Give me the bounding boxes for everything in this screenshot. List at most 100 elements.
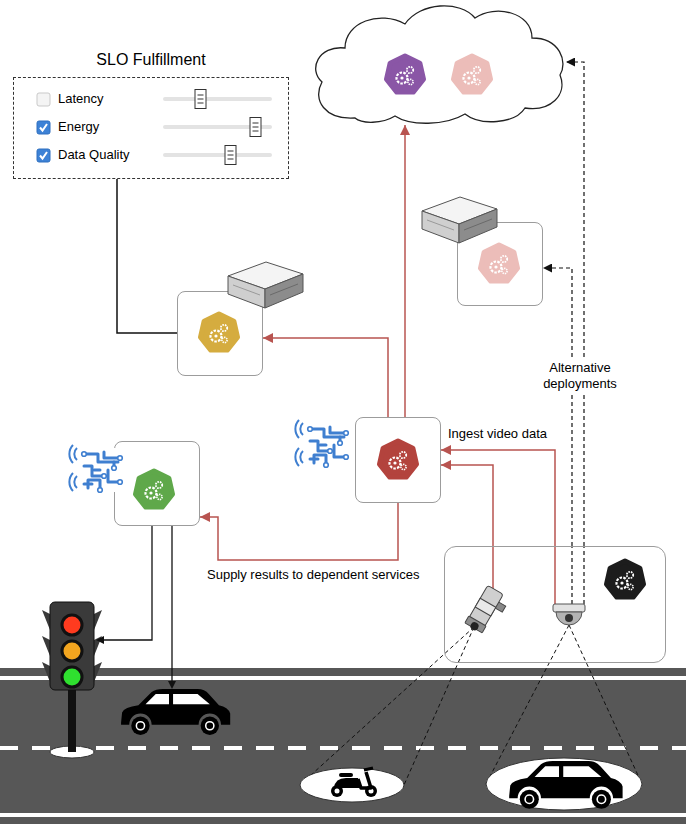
- edge-label-patch: Alternative deployments: [533, 360, 627, 392]
- server-icon: [422, 211, 459, 243]
- edge-device-icon: [118, 480, 123, 485]
- edge-device: [114, 441, 200, 526]
- service-icon: [606, 561, 643, 597]
- connector: [441, 450, 555, 546]
- camera-feed: [554, 546, 556, 604]
- dome-camera: [553, 604, 585, 625]
- server-icon: [427, 220, 454, 230]
- traffic-light: [50, 602, 94, 690]
- slo-controls: [37, 149, 50, 162]
- panel-title: SLO Fulfillment: [96, 51, 205, 68]
- service-icon: [222, 337, 227, 342]
- service-icon: [386, 56, 423, 92]
- service-icon: [494, 265, 497, 268]
- service-icon: [480, 245, 517, 281]
- edge-device-icon: [112, 466, 117, 471]
- scooter: [300, 768, 404, 802]
- scooter: [364, 768, 373, 770]
- car: [206, 722, 214, 730]
- node-icons: [200, 262, 303, 350]
- service-icon: [400, 452, 406, 458]
- car: [201, 717, 219, 735]
- dome-camera: [553, 604, 585, 612]
- car: [146, 694, 169, 704]
- node-icons: [178, 292, 264, 377]
- node-icons: [310, 0, 566, 125]
- connector: [566, 62, 584, 546]
- service-icon: [502, 268, 507, 273]
- bullet-camera: [475, 598, 496, 616]
- edge-label-patch: Ingest video data: [446, 426, 549, 442]
- traffic-light: [62, 641, 82, 661]
- slo-controls: [195, 90, 206, 109]
- edge-device-icon: [98, 488, 103, 493]
- service-icon: [156, 482, 162, 488]
- edge-device-icon: [300, 423, 303, 435]
- cloud-outline: [310, 0, 566, 125]
- edge-device-icon: [84, 466, 104, 476]
- service-icon: [627, 572, 633, 578]
- service-icon: [211, 331, 222, 342]
- camera-view: [404, 627, 474, 785]
- service-icon: [221, 325, 227, 331]
- car: [509, 761, 622, 809]
- edge-label: Supply results to dependent services: [207, 567, 419, 582]
- service-icon: [146, 488, 157, 499]
- car: [535, 766, 559, 777]
- service-icon: [386, 56, 423, 92]
- service-icon: [628, 584, 633, 589]
- traffic-light: [42, 602, 102, 758]
- server-icon: [233, 285, 260, 295]
- car: [121, 689, 230, 735]
- road: [0, 813, 686, 817]
- camera-site: [444, 546, 666, 663]
- service-icon: [464, 73, 475, 84]
- server-icon: [422, 197, 497, 243]
- car: [525, 795, 533, 803]
- node-icons: [295, 420, 416, 477]
- scooter: [300, 768, 404, 802]
- service-icon: [135, 471, 172, 507]
- camera-feed: [492, 546, 494, 592]
- edge-device-icon: [69, 445, 73, 463]
- scooter: [331, 768, 377, 797]
- actuation-arrow: [104, 526, 152, 640]
- camera-feed: [493, 546, 584, 604]
- edge-device-icon: [320, 444, 326, 447]
- edge-device-icon: [118, 456, 123, 461]
- node-icons: [386, 56, 490, 92]
- slo-controls: [40, 152, 47, 159]
- server-icon: [464, 219, 492, 230]
- service-icon: [379, 441, 416, 477]
- service-icon: [501, 256, 507, 262]
- server-icon: [459, 209, 497, 243]
- service-icon: [474, 67, 480, 73]
- service-icon: [200, 314, 237, 350]
- scooter: [334, 778, 360, 788]
- service-icon: [467, 76, 470, 79]
- server-icon: [228, 276, 265, 308]
- server-node: [177, 291, 263, 376]
- slo-controls: [37, 121, 50, 134]
- edge-device-icon: [338, 441, 343, 446]
- service-icon: [617, 578, 628, 589]
- camera-feed: [583, 546, 584, 604]
- node-icons: [115, 442, 201, 527]
- service-icon: [214, 334, 217, 337]
- actuation-arrow: [171, 526, 172, 681]
- service-icon: [397, 73, 408, 84]
- service-icon: [606, 561, 643, 597]
- edge-device-icon: [74, 476, 77, 488]
- edge-device-icon: [69, 473, 73, 491]
- connector: [404, 125, 406, 417]
- edge-device-icon: [74, 448, 77, 460]
- service-icon: [200, 314, 237, 350]
- car: [563, 766, 601, 777]
- car: [486, 758, 642, 810]
- traffic-light: [68, 688, 76, 752]
- edge-device-icon: [300, 451, 303, 463]
- node-icons: [458, 223, 544, 307]
- edge-device-icon: [69, 445, 124, 492]
